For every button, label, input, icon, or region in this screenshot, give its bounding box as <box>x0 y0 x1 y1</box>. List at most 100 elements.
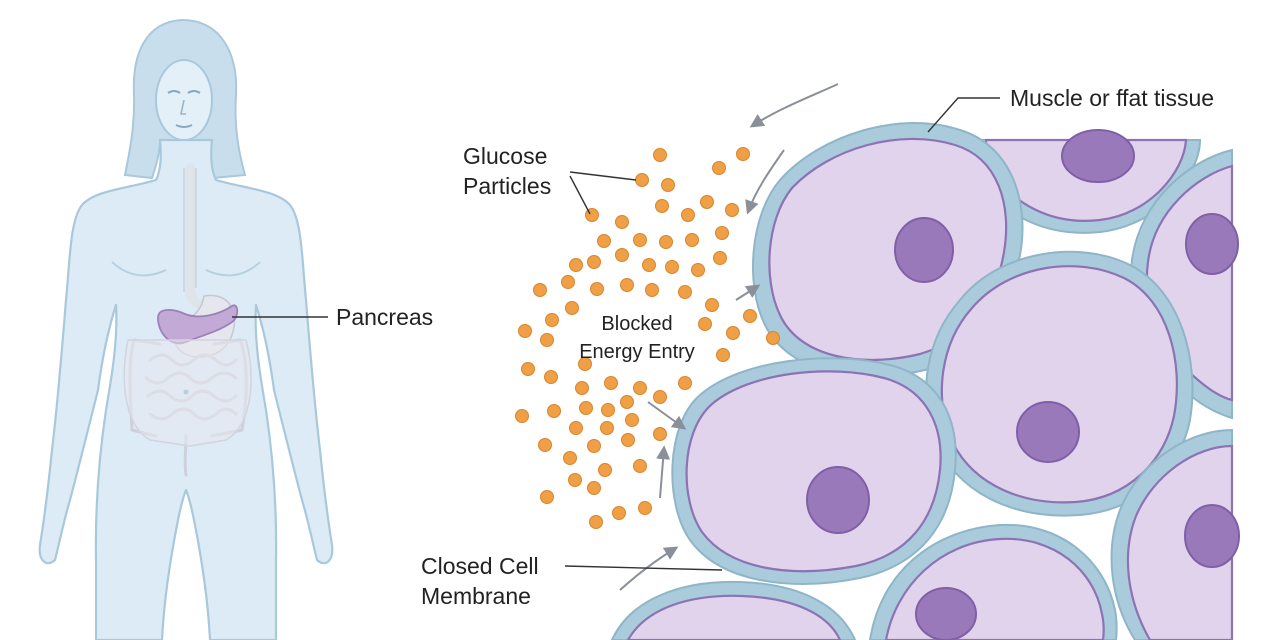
glucose-particle <box>515 409 529 423</box>
glucose-particle <box>726 326 740 340</box>
glucose-particle <box>521 362 535 376</box>
glucose-particle <box>575 381 589 395</box>
cell-nucleus <box>894 217 954 283</box>
glucose-particle <box>544 370 558 384</box>
glucose-particle <box>545 313 559 327</box>
leader-lines <box>564 97 1000 571</box>
muscle-leader-line <box>927 97 1000 133</box>
blocked-label-line-2: Energy Entry <box>579 341 695 363</box>
cell-nucleus <box>806 466 870 534</box>
membrane-label-line-2: Membrane <box>421 583 531 609</box>
glucose-particle <box>621 433 635 447</box>
glucose-particle <box>659 235 673 249</box>
glucose-particle <box>600 421 614 435</box>
glucose-particle <box>678 376 692 390</box>
arrow-top <box>749 83 839 128</box>
cell-nucleus <box>1184 504 1240 568</box>
chest-line <box>111 261 167 277</box>
chest-line <box>205 261 261 277</box>
cell <box>868 523 1118 640</box>
glucose-particle <box>691 263 705 277</box>
glucose-particle <box>590 282 604 296</box>
glucose-particle <box>715 226 729 240</box>
cell-nucleus <box>1185 213 1239 275</box>
glucose-particle <box>569 421 583 435</box>
glucose-label-line-1: Glucose <box>463 143 548 169</box>
glucose-particle <box>712 161 726 175</box>
glucose-particle <box>601 403 615 417</box>
arrow-short-2 <box>647 401 687 430</box>
glucose-particle <box>565 301 579 315</box>
glucose-particle <box>633 381 647 395</box>
cell <box>925 250 1194 517</box>
glucose-particle <box>615 248 629 262</box>
glucose-particle <box>620 395 634 409</box>
human-figure <box>38 18 334 640</box>
glucose-particle <box>645 283 659 297</box>
glucose-label-line-2: Particles <box>463 173 552 199</box>
glucose-particle <box>633 459 647 473</box>
glucose-particle <box>743 309 757 323</box>
pancreas-text: Pancreas <box>336 304 434 330</box>
glucose-particle <box>563 451 577 465</box>
glucose-particle <box>587 255 601 269</box>
arrow-short-1 <box>735 284 761 301</box>
glucose-particle <box>612 506 626 520</box>
right-eye <box>187 90 201 94</box>
glucose-particle <box>713 251 727 265</box>
cell <box>610 580 857 640</box>
glucose-particle <box>589 515 603 529</box>
glucose-particles <box>515 147 780 529</box>
glucose-particle <box>655 199 669 213</box>
navel <box>183 389 189 395</box>
glucose-particle <box>705 298 719 312</box>
glucose-particle <box>540 490 554 504</box>
glucose-particle <box>633 233 647 247</box>
glucose-particle <box>587 481 601 495</box>
muscle-tissue-label: Muscle or ffat tissue <box>1010 83 1214 113</box>
glucose-particle <box>587 439 601 453</box>
glucose-particle <box>635 173 649 187</box>
cell-nucleus <box>1061 129 1135 183</box>
membrane-label-line-1: Closed Cell <box>421 553 539 579</box>
glucose-particle <box>681 208 695 222</box>
blocked-entry-label: Blocked Energy Entry <box>566 310 708 366</box>
glucose-particle <box>578 357 592 371</box>
tissue-cells <box>610 122 1240 640</box>
glucose-particle <box>736 147 750 161</box>
arrow-short-3 <box>656 445 671 499</box>
glucose-particle <box>615 215 629 229</box>
glucose-particle <box>716 348 730 362</box>
glucose-particle <box>642 258 656 272</box>
cell-nucleus <box>1016 401 1080 463</box>
membrane-leader-line <box>564 565 723 571</box>
glucose-particle <box>665 260 679 274</box>
glucose-label: Glucose Particles <box>463 141 551 201</box>
glucose-particle <box>638 501 652 515</box>
esophagus-outline <box>183 168 197 292</box>
glucose-particle <box>597 234 611 248</box>
glucose-particle <box>766 331 780 345</box>
glucose-particle <box>568 473 582 487</box>
glucose-particle <box>533 283 547 297</box>
glucose-particle <box>698 317 712 331</box>
nose <box>180 99 186 115</box>
glucose-particle <box>561 275 575 289</box>
glucose-particle <box>518 324 532 338</box>
glucose-particle <box>653 390 667 404</box>
glucose-particle <box>604 376 618 390</box>
glucose-particle <box>625 413 639 427</box>
glucose-particle <box>661 178 675 192</box>
cell <box>1110 428 1240 640</box>
arrow-bottom <box>619 546 679 591</box>
muscle-tissue-text: Muscle or ffat tissue <box>1010 85 1215 111</box>
glucose-particle <box>620 278 634 292</box>
glucose-leader-line <box>569 175 591 215</box>
glucose-leader-line <box>569 171 637 181</box>
membrane-label: Closed Cell Membrane <box>421 551 539 611</box>
left-eye <box>167 90 181 94</box>
glucose-particle <box>725 203 739 217</box>
glucose-particle <box>685 233 699 247</box>
blocked-label-line-1: Blocked <box>601 313 673 335</box>
glucose-particle <box>579 401 593 415</box>
